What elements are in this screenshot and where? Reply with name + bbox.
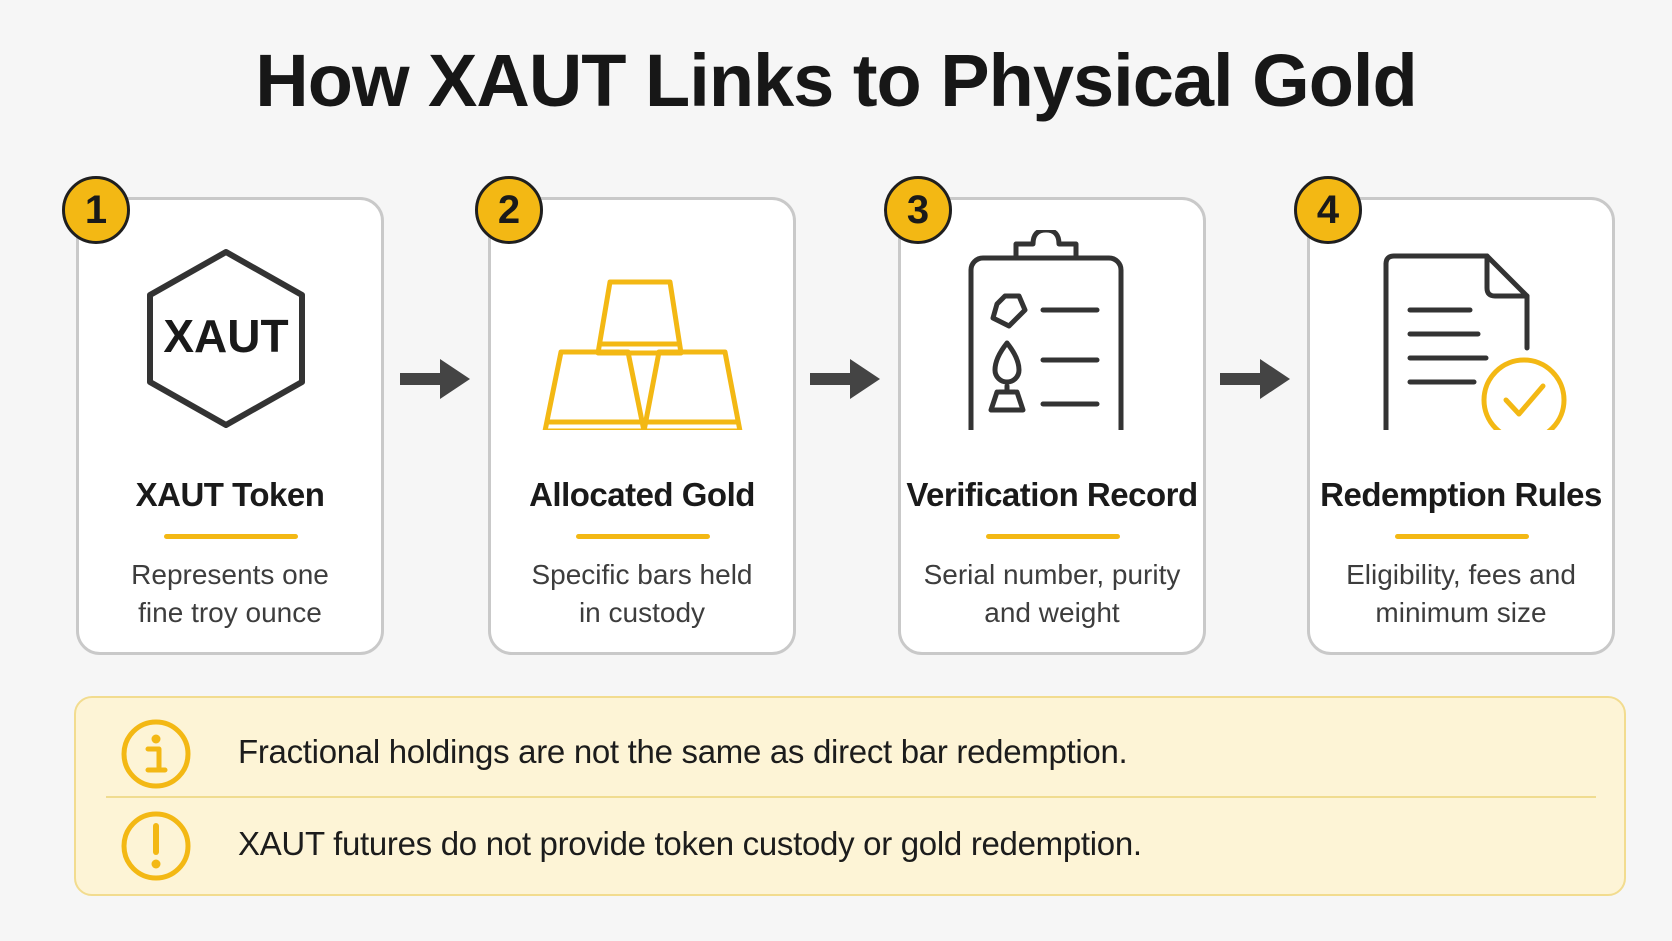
step-description: Specific bars held in custody (491, 556, 793, 632)
step-underline (986, 534, 1120, 539)
step-number-badge: 4 (1294, 176, 1362, 244)
notes-panel: Fractional holdings are not the same as … (74, 696, 1626, 896)
clipboard-checklist-icon (968, 230, 1124, 430)
right-arrow-icon (400, 359, 470, 399)
step-description-line: Serial number, purity (923, 559, 1181, 590)
step-underline (1395, 534, 1529, 539)
step-underline (576, 534, 710, 539)
step-card-allocated-gold: Allocated Gold Specific bars held in cus… (488, 197, 796, 655)
info-icon (121, 719, 191, 789)
step-description-line: in custody (578, 597, 706, 628)
step-description: Represents one fine troy ounce (79, 556, 381, 632)
step-description-line: fine troy ounce (138, 597, 322, 628)
step-title: XAUT Token (135, 476, 325, 513)
step-description-line: Represents one (131, 559, 329, 590)
step-description-line: and weight (984, 597, 1120, 628)
step-number-badge: 1 (62, 176, 130, 244)
document-check-icon (1383, 253, 1567, 430)
step-card-redemption-rules: Redemption Rules Eligibility, fees and m… (1307, 197, 1615, 655)
gold-bars-icon (542, 279, 743, 430)
step-description-line: minimum size (1375, 597, 1547, 628)
note-row: XAUT futures do not provide token custod… (76, 798, 1624, 890)
right-arrow-icon (1220, 359, 1290, 399)
hexagon-token-text: XAUT (163, 310, 288, 362)
step-description-line: Eligibility, fees and (1346, 559, 1576, 590)
step-title: Redemption Rules (1320, 476, 1602, 513)
step-underline (164, 534, 298, 539)
warning-icon (121, 811, 191, 881)
step-card-xaut-token: XAUT XAUT Token Represents one fine troy… (76, 197, 384, 655)
note-text: Fractional holdings are not the same as … (238, 733, 1128, 770)
right-arrow-icon (810, 359, 880, 399)
step-number-badge: 2 (475, 176, 543, 244)
page-title: How XAUT Links to Physical Gold (255, 39, 1417, 122)
step-number-badge: 3 (884, 176, 952, 244)
step-description: Eligibility, fees and minimum size (1310, 556, 1612, 632)
note-divider (106, 796, 1596, 798)
step-description-line: Specific bars held (531, 559, 753, 590)
step-title: Verification Record (906, 476, 1198, 513)
step-card-verification-record: Verification Record Serial number, purit… (898, 197, 1206, 655)
hexagon-token-icon: XAUT (147, 249, 305, 428)
step-title: Allocated Gold (529, 476, 755, 513)
step-description: Serial number, purity and weight (901, 556, 1203, 632)
note-text: XAUT futures do not provide token custod… (238, 825, 1142, 862)
note-row: Fractional holdings are not the same as … (76, 706, 1624, 798)
